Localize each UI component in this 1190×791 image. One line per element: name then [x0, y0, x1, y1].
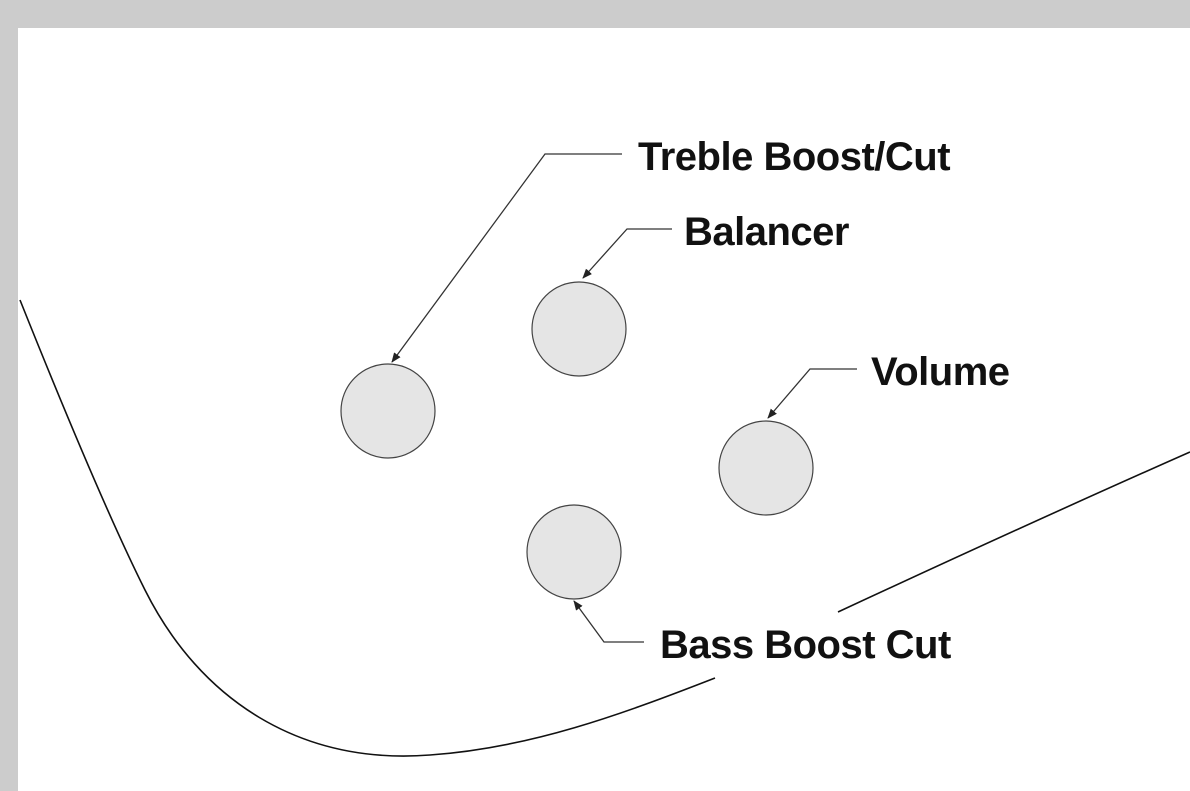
bass-knob — [526, 504, 622, 600]
treble-leader-arrow — [391, 153, 622, 363]
balancer-knob — [531, 281, 627, 377]
treble-knob — [340, 363, 436, 459]
body-outline-left — [19, 299, 716, 757]
balancer-leader-arrow — [582, 228, 672, 279]
volume-label: Volume — [871, 350, 1010, 394]
treble-label: Treble Boost/Cut — [638, 135, 950, 179]
volume-knob — [718, 420, 814, 516]
diagram-panel — [18, 28, 1190, 791]
body-outline-right — [837, 451, 1190, 613]
bass-label: Bass Boost Cut — [660, 623, 951, 667]
balancer-label: Balancer — [684, 210, 849, 254]
bass-leader-arrow — [573, 600, 644, 643]
volume-leader-arrow — [767, 368, 857, 419]
